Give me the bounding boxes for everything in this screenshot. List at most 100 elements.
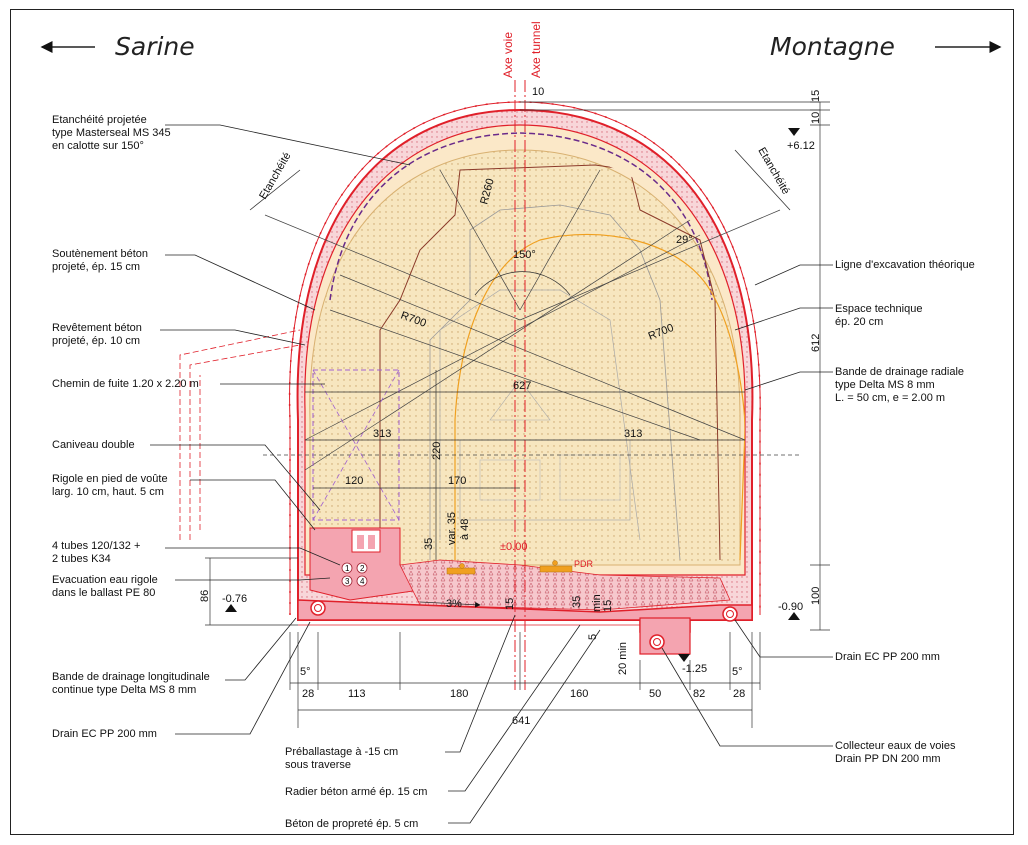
level-top: +6.12 (787, 128, 815, 152)
label-tubes-l2: 2 tubes K34 (52, 553, 111, 565)
axis-tunnel-label: Axe tunnel (529, 21, 543, 78)
label-beton-proprete: Béton de propreté ép. 5 cm (285, 818, 418, 830)
dim-35-v: 35 (423, 538, 435, 550)
etancheite-left-label: Etanchéité (257, 150, 293, 201)
label-collecteur-l1: Collecteur eaux de voies (835, 740, 956, 752)
clearance-outline (179, 329, 301, 540)
etancheite-right-label: Etanchéité (755, 146, 791, 197)
label-evacuation-l2: dans le ballast PE 80 (52, 587, 155, 599)
label-bande-radiale-l2: type Delta MS 8 mm (835, 379, 935, 391)
drawing-frame (10, 9, 1014, 835)
dims-right (520, 101, 830, 631)
dim-a48: à 48 (459, 519, 471, 540)
label-etancheite-l2: type Masterseal MS 345 (52, 127, 171, 139)
label-revetement-l1: Revêtement béton (52, 322, 142, 334)
leaders-bottom (445, 614, 601, 824)
label-drain-left: Drain EC PP 200 mm (52, 728, 157, 740)
label-caniveau: Caniveau double (52, 439, 135, 451)
collector-drain (649, 634, 665, 650)
leaders-left (150, 124, 411, 735)
direction-left-label: Sarine (115, 32, 195, 61)
drain-left (310, 600, 326, 616)
dim-b28-left: 28 (302, 688, 314, 700)
drain-right (722, 606, 738, 622)
interior-profile (309, 149, 741, 566)
emergency-path (312, 369, 400, 521)
dim-86-lines (205, 557, 298, 626)
label-espace-l1: Espace technique (835, 303, 922, 315)
dim-b180: 180 (450, 688, 468, 700)
dim-10-top: 10 (532, 86, 544, 98)
angle-29: 29° (676, 234, 693, 246)
tube-1-label: 1 (345, 564, 350, 573)
dim-b82: 82 (693, 688, 705, 700)
leaders-right (661, 264, 833, 747)
dim-220: 220 (431, 442, 443, 460)
svg-text:4 tubes 120/132 +2 tubes K34: 4 tubes 120/132 +2 tubes K34 (52, 540, 140, 565)
label-espace-l2: ép. 20 cm (835, 316, 883, 328)
collector-block (639, 617, 691, 655)
label-preballastage-l2: sous traverse (285, 759, 351, 771)
level-collector-value: -1.25 (682, 663, 707, 675)
dim-var: var. 35 (446, 512, 458, 545)
label-etancheite-l3: en calotte sur 150° (52, 140, 144, 152)
cable-tubes: 1 2 3 4 (341, 562, 368, 587)
svg-text:Bande de drainage longitudinal: Bande de drainage longitudinalecontinue … (52, 671, 210, 696)
angle-5-right: 5° (732, 666, 743, 678)
label-collecteur-l2: Drain PP DN 200 mm (835, 753, 941, 765)
label-preballastage-l1: Préballastage à -15 cm (285, 746, 398, 758)
label-evacuation-l1: Evacuation eau rigole (52, 574, 158, 586)
waterproofing-line (329, 132, 713, 301)
direction-left: Sarine (40, 32, 195, 61)
dim-min: min (591, 594, 603, 612)
level-right: -0.90 (778, 601, 803, 620)
axes: Axe voie Axe tunnel (501, 21, 543, 690)
dim-b28-right: 28 (733, 688, 745, 700)
level-top-value: +6.12 (787, 140, 815, 152)
label-bande-radiale-l1: Bande de drainage radiale (835, 366, 964, 378)
label-radier: Radier béton armé ép. 15 cm (285, 786, 427, 798)
label-etancheite-l1: Etanchéité projetée (52, 114, 147, 126)
dim-612: 612 (810, 334, 822, 352)
dim-100: 100 (810, 587, 822, 605)
dim-313-left: 313 (373, 428, 391, 440)
level-zero: ±0.00 (500, 541, 527, 553)
tube-3-label: 3 (345, 577, 350, 586)
label-revetement-l2: projeté, ép. 10 cm (52, 335, 140, 347)
angle-5-left: 5° (300, 666, 311, 678)
dims-inside (305, 370, 745, 560)
dim-15-side: 15 (810, 90, 822, 102)
dim-120: 120 (345, 475, 363, 487)
dim-35-b: 35 (571, 596, 583, 608)
level-left-value: -0.76 (222, 593, 247, 605)
direction-right-label: Montagne (770, 32, 895, 61)
dim-86: 86 (199, 590, 211, 602)
dim-313-right: 313 (624, 428, 642, 440)
label-soutenement-l1: Soutènement béton (52, 248, 148, 260)
label-excavation: Ligne d'excavation théorique (835, 259, 975, 271)
label-rigole-l1: Rigole en pied de voûte (52, 473, 168, 485)
tube-2-label: 2 (360, 564, 365, 573)
dim-b113: 113 (348, 688, 366, 700)
dim-15-b: 15 (602, 600, 614, 612)
level-collector: -1.25 (678, 654, 707, 675)
dim-20-min: 20 min (617, 642, 629, 675)
dim-170: 170 (448, 475, 466, 487)
label-rigole-l2: larg. 10 cm, haut. 5 cm (52, 486, 164, 498)
dim-10-side: 10 (810, 112, 822, 124)
label-drain-right: Drain EC PP 200 mm (835, 651, 940, 663)
label-bande-radiale-l3: L. = 50 cm, e = 2.00 m (835, 392, 945, 404)
direction-right: Montagne (770, 32, 1002, 61)
label-bande-long-l1: Bande de drainage longitudinale (52, 671, 210, 683)
dim-b50: 50 (649, 688, 661, 700)
